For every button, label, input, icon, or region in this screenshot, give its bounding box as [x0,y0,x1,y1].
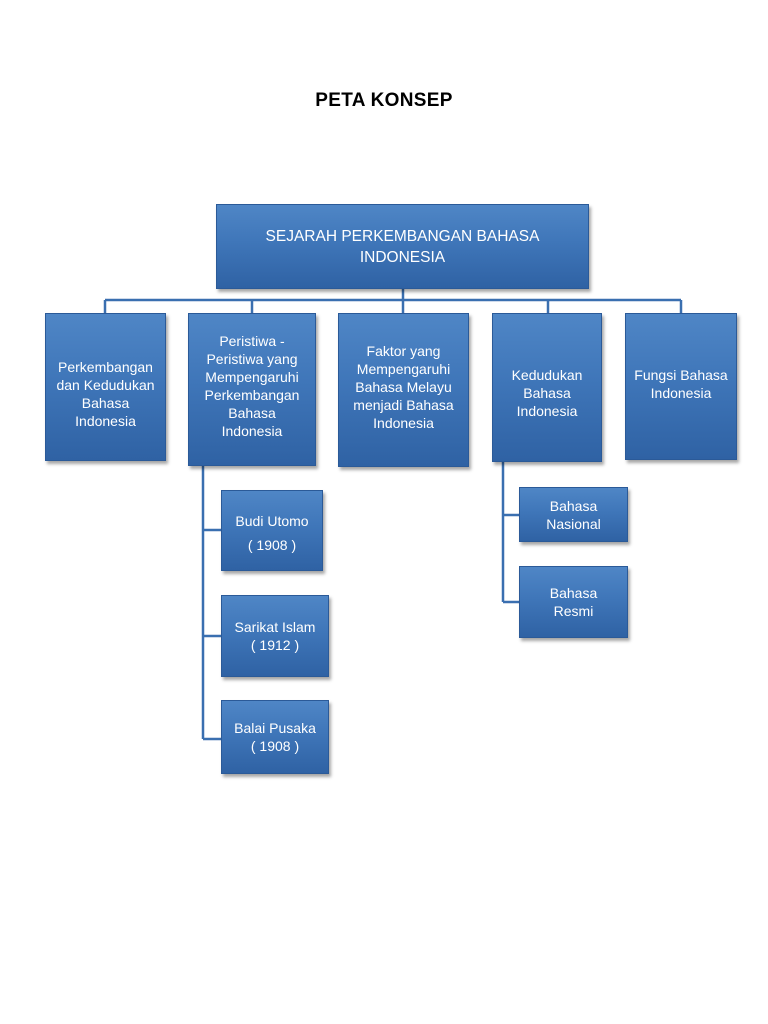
event-node-label: Sarikat Islam ( 1912 ) [234,619,316,653]
branch-node-label: Kedudukan Bahasa Indonesia [511,367,583,419]
branch-node-faktor: Faktor yang Mempengaruhi Bahasa Melayu m… [338,313,469,467]
branch-node-label: Faktor yang Mempengaruhi Bahasa Melayu m… [353,343,454,431]
branch-node-peristiwa: Peristiwa - Peristiwa yang Mempengaruhi … [188,313,316,466]
branch-node-kedudukan: Kedudukan Bahasa Indonesia [492,313,602,462]
event-node-label: Budi Utomo ( 1908 ) [235,513,309,553]
branch-node-label: Fungsi Bahasa Indonesia [634,367,728,401]
branch-node-label: Peristiwa - Peristiwa yang Mempengaruhi … [204,333,300,439]
event-node-sarikat-islam: Sarikat Islam ( 1912 ) [221,595,329,677]
position-node-nasional: Bahasa Nasional [519,487,628,542]
position-node-resmi: Bahasa Resmi [519,566,628,638]
root-node: SEJARAH PERKEMBANGAN BAHASA INDONESIA [216,204,589,289]
position-node-label: Bahasa Resmi [549,585,598,619]
event-node-label: Balai Pusaka ( 1908 ) [234,720,316,754]
event-node-budi-utomo: Budi Utomo ( 1908 ) [221,490,323,571]
branch-node-perkembangan: Perkembangan dan Kedudukan Bahasa Indone… [45,313,166,461]
branch-node-label: Perkembangan dan Kedudukan Bahasa Indone… [56,359,155,429]
position-node-label: Bahasa Nasional [546,497,601,532]
event-node-balai-pusaka: Balai Pusaka ( 1908 ) [221,700,329,774]
branch-node-fungsi: Fungsi Bahasa Indonesia [625,313,737,460]
root-node-label: SEJARAH PERKEMBANGAN BAHASA INDONESIA [265,227,540,266]
page-title: PETA KONSEP [315,90,453,111]
